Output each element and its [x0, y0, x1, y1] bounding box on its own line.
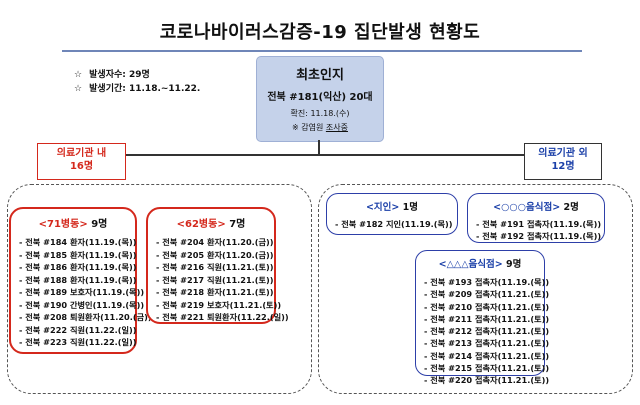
list-item: - 전북 #192 접촉자(11.19.(목)) [476, 230, 602, 241]
list-item: - 전북 #190 간병인(11.19.(목)) [19, 299, 145, 310]
restaurant-2-box: <△△△음식점> 9명 - 전북 #193 접촉자(11.19.(목)) - 전… [415, 250, 549, 385]
medical-inside-label-line2: 16명 [69, 161, 94, 172]
acquaintance-count: 1명 [402, 202, 419, 213]
restaurant-2-header: <△△△음식점> 9명 [416, 256, 544, 270]
ward-71-box: <71병동> 9명 - 전북 #184 환자(11.19.(목)) - 전북 #… [9, 207, 152, 354]
title-bar: 코로나바이러스감증-19 집단발생 현황도 [0, 4, 640, 52]
list-item: - 전북 #213 접촉자(11.21.(토)) [424, 338, 550, 349]
medical-outside-label-line1: 의료기관 외 [538, 148, 588, 159]
list-item: - 전북 #191 접촉자(11.19.(목)) [476, 219, 602, 229]
restaurant-2-list: - 전북 #193 접촉자(11.19.(목)) - 전북 #209 접촉자(1… [424, 276, 550, 387]
info-count: ☆ 발생자수: 29명 [74, 67, 150, 80]
first-case-confirmed: 확진: 11.18.(수) [290, 109, 350, 118]
first-case-box: 최초인지 전북 #181(익산) 20대 확진: 11.18.(수) ※ 감염원… [256, 56, 384, 142]
list-item: - 전북 #217 직원(11.21.(토)) [156, 274, 274, 285]
ward-62-name: <62병동> [176, 219, 226, 230]
list-item: - 전북 #222 직원(11.22.(일)) [19, 324, 137, 335]
medical-outside-label: 의료기관 외 12명 [524, 143, 602, 180]
restaurant-1-count: 2명 [563, 202, 579, 213]
first-case-main: 전북 #181(익산) 20대 [267, 92, 373, 103]
list-item: - 전북 #189 보호자(11.19.(목)) [19, 287, 145, 297]
ward-62-header: <62병동> 7명 [148, 215, 274, 230]
restaurant-1-name: <○○○음식점> [493, 202, 561, 213]
ward-71-name: <71병동> [38, 219, 88, 230]
list-item: - 전북 #216 직원(11.21.(토)) [156, 262, 274, 272]
list-item: - 전북 #204 환자(11.20.(금)) [156, 237, 274, 247]
restaurant-1-list: - 전북 #191 접촉자(11.19.(목)) - 전북 #192 접촉자(1… [476, 219, 604, 242]
list-item: - 전북 #209 접촉자(11.21.(토)) [424, 289, 550, 300]
info-period-text: 발생기간: 11.18.~11.22. [89, 84, 201, 94]
first-case-heading: 최초인지 [296, 68, 344, 83]
restaurant-2-name: <△△△음식점> [438, 259, 503, 270]
acquaintance-name: <지인> [365, 202, 400, 213]
connector-vertical-main [318, 140, 320, 154]
info-period: ☆ 발생기간: 11.18.~11.22. [74, 81, 200, 94]
list-item: - 전북 #219 보호자(11.21.(토)) [156, 299, 282, 310]
medical-outside-group [318, 184, 633, 394]
list-item: - 전북 #218 환자(11.21.(토)) [156, 287, 274, 297]
list-item: - 전북 #186 환자(11.19.(목)) [19, 262, 137, 272]
list-item: - 전북 #211 접촉자(11.21.(토)) [424, 313, 550, 324]
list-item: - 전북 #184 환자(11.19.(목)) [19, 237, 137, 247]
ward-71-list: - 전북 #184 환자(11.19.(목)) - 전북 #185 환자(11.… [19, 236, 152, 349]
list-item: - 전북 #188 환자(11.19.(목)) [19, 274, 137, 285]
list-item: - 전북 #208 퇴원환자(11.20.(금)) [19, 312, 152, 322]
list-item: - 전북 #193 접촉자(11.19.(목)) [424, 277, 550, 287]
restaurant-2-count: 9명 [506, 259, 522, 270]
ward-71-header: <71병동> 9명 [11, 215, 135, 230]
restaurant-1-header: <○○○음식점> 2명 [468, 199, 604, 213]
ward-71-count: 9명 [91, 219, 108, 230]
connector-horizontal [126, 154, 524, 156]
list-item: - 전북 #185 환자(11.19.(목)) [19, 249, 137, 260]
ward-62-count: 7명 [229, 219, 246, 230]
star-icon: ☆ [74, 70, 83, 80]
medical-inside-label-line1: 의료기관 내 [56, 148, 107, 159]
medical-inside-group [7, 184, 312, 394]
list-item: - 전북 #223 직원(11.22.(일)) [19, 337, 137, 347]
title-underline [62, 50, 582, 52]
info-count-text: 발생자수: 29명 [89, 70, 150, 80]
list-item: - 전북 #182 지인(11.19.(목)) [335, 219, 453, 229]
star-icon: ☆ [74, 84, 83, 94]
list-item: - 전북 #212 접촉자(11.21.(토)) [424, 326, 550, 337]
acquaintance-box: <지인> 1명 - 전북 #182 지인(11.19.(목)) [326, 193, 458, 235]
medical-outside-label-line2: 12명 [551, 161, 575, 172]
first-case-note-prefix: ※ 감염원 [292, 123, 326, 132]
list-item: - 전북 #221 퇴원환자(11.22.(일)) [156, 312, 289, 322]
first-case-note-status: 조사중 [325, 123, 348, 132]
page-title: 코로나바이러스감증-19 집단발생 현황도 [159, 22, 481, 43]
list-item: - 전북 #215 접촉자(11.21.(토)) [424, 363, 550, 374]
list-item: - 전북 #205 환자(11.20.(금)) [156, 249, 274, 260]
ward-62-list: - 전북 #204 환자(11.20.(금)) - 전북 #205 환자(11.… [156, 236, 289, 324]
list-item: - 전북 #210 접촉자(11.21.(토)) [424, 301, 550, 312]
first-case-note: ※ 감염원 조사중 [257, 122, 383, 133]
restaurant-1-box: <○○○음식점> 2명 - 전북 #191 접촉자(11.19.(목)) - 전… [467, 193, 605, 243]
ward-62-box: <62병동> 7명 - 전북 #204 환자(11.20.(금)) - 전북 #… [146, 207, 289, 324]
list-item: - 전북 #214 접촉자(11.21.(토)) [424, 350, 550, 361]
acquaintance-list: - 전북 #182 지인(11.19.(목)) [335, 219, 457, 231]
medical-inside-label: 의료기관 내 16명 [37, 143, 126, 180]
acquaintance-header: <지인> 1명 [327, 199, 457, 213]
list-item: - 전북 #220 접촉자(11.21.(토)) [424, 375, 550, 386]
